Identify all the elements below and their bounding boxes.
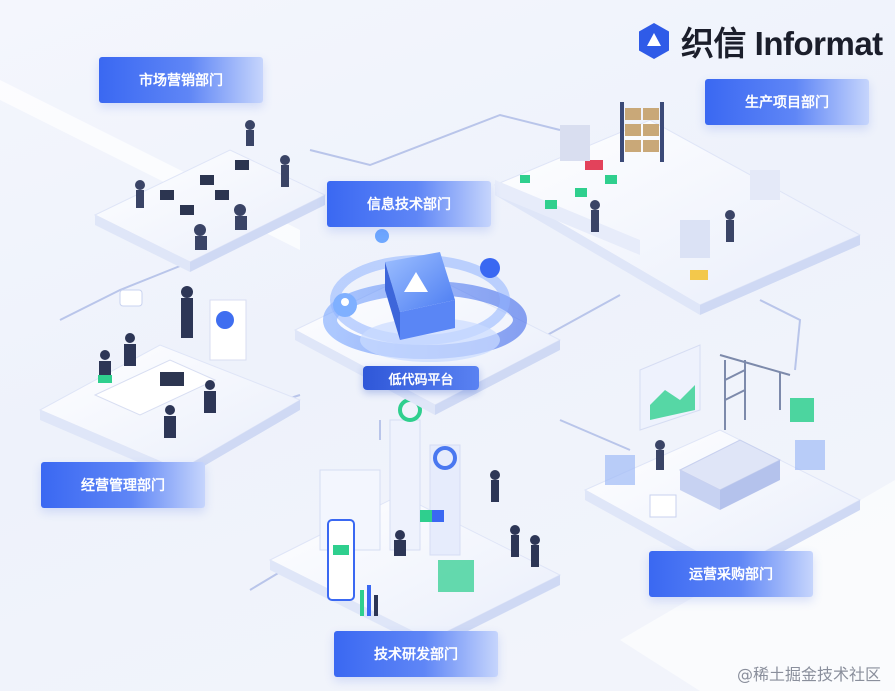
dept-label-rnd: 技术研发部门 — [334, 631, 498, 677]
operations-area — [583, 344, 862, 580]
production-area — [493, 102, 862, 315]
watermark: @稀土掘金技术社区 — [736, 665, 881, 684]
dept-label-marketing: 市场营销部门 — [99, 57, 263, 103]
dept-label-management: 经营管理部门 — [41, 462, 205, 508]
center-platform-label: 低代码平台 — [363, 366, 479, 390]
dept-label-operations: 运营采购部门 — [649, 551, 813, 597]
central-platform — [293, 229, 562, 415]
marketing-area — [93, 120, 327, 272]
dept-label-it: 信息技术部门 — [327, 181, 491, 227]
brand-name: 织信 Informat — [681, 25, 883, 62]
management-area — [38, 286, 302, 480]
brand-logo: 织信 Informat — [637, 20, 883, 62]
informat-hexagon-icon — [639, 23, 669, 59]
dept-label-production: 生产项目部门 — [705, 79, 869, 125]
rnd-area — [268, 398, 562, 650]
